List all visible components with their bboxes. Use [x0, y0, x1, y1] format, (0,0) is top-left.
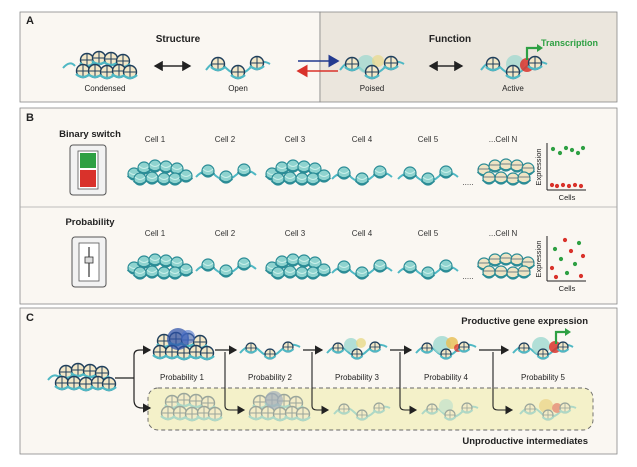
unproductive-5 [519, 399, 577, 421]
step-1-chromatin [153, 328, 214, 360]
step-5-chromatin [512, 337, 574, 360]
step-2-chromatin [239, 341, 301, 360]
condensed-chromatin [62, 52, 137, 79]
binary-chart-y-label: Expression [534, 148, 543, 185]
prob-cell-2-label: Cell 2 [215, 229, 236, 238]
binary-switch-icon [69, 144, 107, 196]
binary-cell-3-label: Cell 3 [285, 135, 306, 144]
unproductive-3 [333, 402, 391, 421]
productive-label: Productive gene expression [461, 316, 588, 327]
prob-cell-1-label: Cell 1 [145, 229, 166, 238]
unproductive-path-arrows [224, 352, 514, 415]
panel-a-left-bg [19, 11, 321, 103]
open-chromatin [205, 55, 271, 80]
branch-arrow-up [133, 345, 152, 356]
step-3-label: Probability 3 [335, 373, 380, 382]
binary-cell-n-label: ...Cell N [489, 135, 518, 144]
step-4-label: Probability 4 [424, 373, 469, 382]
step-5-label: Probability 5 [521, 373, 566, 382]
prob-chart-y-label: Expression [534, 240, 543, 277]
prob-ellipsis: ..... [462, 272, 473, 281]
panel-c: C Productive gene expression Unproductiv… [19, 307, 618, 455]
panel-b-letter: B [26, 112, 34, 124]
binary-cell-2-label: Cell 2 [215, 135, 236, 144]
panel-a-letter: A [26, 15, 34, 27]
prob-chart-points [549, 237, 586, 280]
step-2-label: Probability 2 [248, 373, 293, 382]
panel-a: A Structure Function Condensed Open Pois… [19, 11, 618, 103]
binary-cell-1-label: Cell 1 [145, 135, 166, 144]
step-3-chromatin [326, 338, 388, 360]
prob-cell-n-label: ...Cell N [489, 229, 518, 238]
transcription-label: Transcription [541, 38, 598, 48]
panel-b: B Binary switch Cell 1 Cell 2 Cell 3 Cel… [19, 107, 618, 305]
step-5-transcription-arrow-icon [554, 330, 566, 344]
structure-label: Structure [156, 34, 201, 45]
unproductive-4 [421, 399, 479, 421]
binary-switch-title: Binary switch [59, 129, 121, 140]
binary-cell-4-label: Cell 4 [352, 135, 373, 144]
state-open-label: Open [228, 84, 248, 93]
branch-arrow-down [133, 399, 152, 413]
prob-cell-5-label: Cell 5 [418, 229, 439, 238]
probability-expression-chart: Expression Cells [534, 236, 586, 293]
binary-expression-chart: Expression Cells [534, 143, 586, 202]
prob-cell-4-label: Cell 4 [352, 229, 373, 238]
prob-cell-3-label: Cell 3 [285, 229, 306, 238]
prob-chart-x-label: Cells [559, 284, 576, 293]
transcription-arrow-icon [525, 46, 538, 60]
step-1-label: Probability 1 [160, 373, 205, 382]
function-label: Function [429, 34, 471, 45]
binary-ellipsis: ..... [462, 178, 473, 187]
state-active-label: Active [502, 84, 524, 93]
binary-cell-5-label: Cell 5 [418, 135, 439, 144]
unproductive-2 [249, 391, 310, 421]
unproductive-intermediates [161, 391, 577, 421]
unproductive-label: Unproductive intermediates [462, 436, 588, 447]
dimmer-switch-icon [71, 236, 107, 288]
probability-title: Probability [65, 217, 115, 228]
state-condensed-label: Condensed [85, 84, 126, 93]
start-condensed-chromatin [47, 364, 116, 391]
binary-chart-points [549, 145, 586, 189]
state-poised-label: Poised [360, 84, 384, 93]
poised-chromatin [339, 55, 405, 80]
panel-c-letter: C [26, 312, 34, 324]
active-chromatin [480, 55, 548, 80]
binary-chart-x-label: Cells [559, 193, 576, 202]
step-4-chromatin [415, 336, 477, 360]
